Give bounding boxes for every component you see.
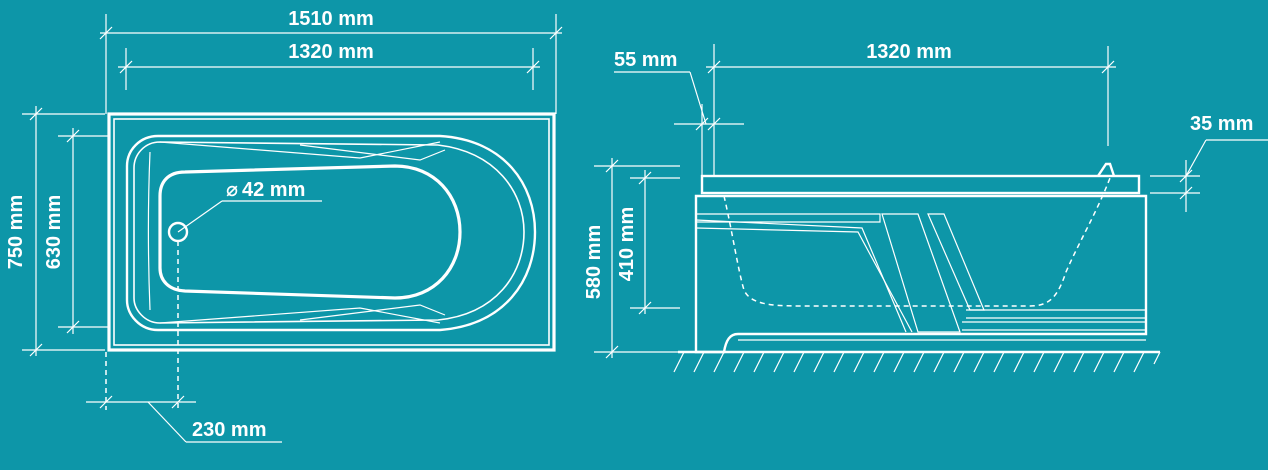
top-inner-frame — [113, 118, 550, 346]
tick-1320-left — [119, 60, 133, 74]
tick-410-bottom — [638, 301, 652, 315]
tick-1320-right — [526, 60, 540, 74]
dim-label-1320-side: 1320 mm — [866, 41, 952, 63]
leader-55-diagonal — [689, 71, 707, 125]
drain-leader-diagonal — [177, 200, 223, 233]
apron-stripe-2 — [695, 227, 913, 333]
dim-label-55: 55 mm — [614, 49, 677, 71]
tick-55-right — [707, 117, 721, 131]
hidden-basin — [723, 177, 1111, 307]
tick-1510-right — [549, 26, 563, 40]
dim-label-1510: 1510 mm — [288, 8, 374, 30]
drain-diameter-symbol: ⌀ — [226, 179, 238, 201]
basin-outer-rim — [125, 134, 537, 332]
tick-750-top — [29, 107, 43, 121]
basin-sweep-top-3 — [147, 151, 151, 311]
basin-inner-rim — [133, 141, 525, 324]
dim-label-1320-top: 1320 mm — [288, 41, 374, 63]
dim-label-410: 410 mm — [616, 207, 638, 282]
tick-35-bottom — [1179, 186, 1193, 200]
side-view: 55 mm 1320 mm 35 mm 580 mm 410 mm — [583, 41, 1268, 373]
tub-apron — [694, 194, 1148, 354]
tick-1320-side-right — [1101, 60, 1115, 74]
floor-hatch — [673, 351, 1161, 373]
drain-diameter-label: 42 mm — [242, 179, 305, 201]
tick-230-right — [171, 395, 185, 409]
tick-55-left — [695, 117, 709, 131]
basin-sweep-top-1 — [159, 141, 441, 159]
tick-630-bottom — [66, 320, 80, 334]
tick-1320-side-left — [707, 60, 721, 74]
top-outer-frame — [107, 112, 556, 352]
apron-panel-1 — [881, 213, 961, 333]
apron-panel-2 — [927, 213, 985, 311]
dim-label-230: 230 mm — [192, 419, 267, 441]
basin-sweep-bottom-1 — [159, 307, 441, 324]
dim-label-35: 35 mm — [1190, 113, 1253, 135]
tick-630-top — [66, 129, 80, 143]
dim-label-750: 750 mm — [5, 195, 27, 270]
apron-stripe-4 — [966, 309, 1147, 319]
basin-sweep-bottom-2 — [299, 304, 446, 321]
tick-750-bottom — [29, 343, 43, 357]
leader-35-diagonal — [1185, 139, 1207, 177]
dim-label-630: 630 mm — [43, 195, 65, 270]
tick-580-bottom — [605, 345, 619, 359]
inner-bowl — [158, 164, 462, 300]
basin-sweep-top-2 — [299, 144, 446, 161]
tick-410-top — [638, 171, 652, 185]
dim-label-580: 580 mm — [583, 225, 605, 300]
apron-stripe-3 — [695, 219, 907, 333]
apron-stripe-5 — [962, 321, 1147, 331]
apron-stripe-1 — [696, 213, 881, 223]
tick-580-top — [605, 159, 619, 173]
tub-rim — [700, 174, 1141, 195]
leader-230-diagonal — [147, 401, 187, 443]
top-view: ⌀ 42 mm 1510 mm 1320 mm 750 mm 630 mm — [5, 8, 563, 443]
rim-lip — [1097, 162, 1116, 177]
tick-1510-left — [99, 26, 113, 40]
tick-230-left — [99, 395, 113, 409]
